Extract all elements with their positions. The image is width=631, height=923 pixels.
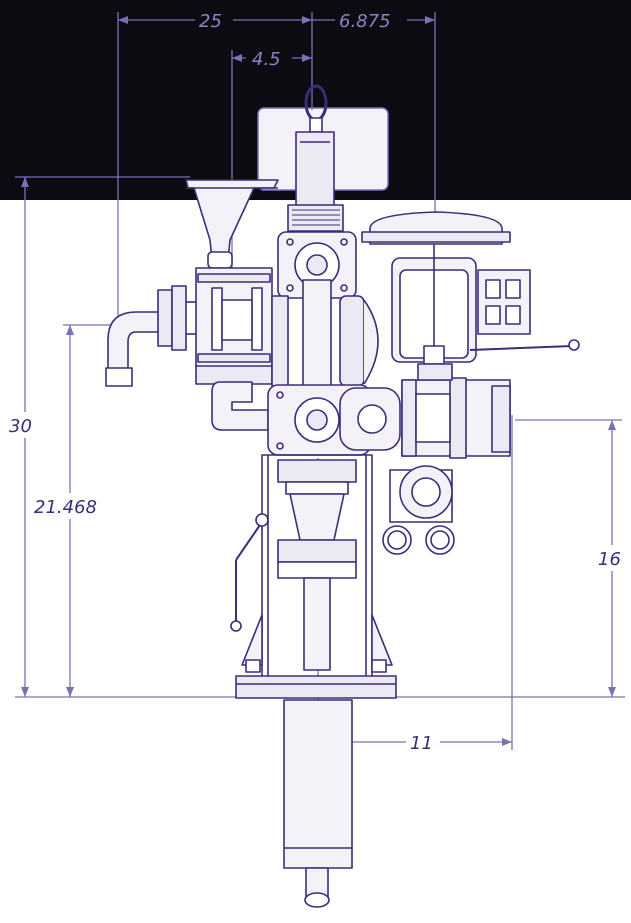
valve-assembly	[105, 84, 580, 908]
dim-label-25: 25	[199, 11, 222, 32]
dim-label-16: 16	[598, 549, 621, 570]
dim-label-45: 4.5	[252, 49, 281, 70]
dim-label-21468: 21.468	[34, 497, 97, 518]
left-return-elbow	[211, 381, 269, 431]
central-pipe	[302, 279, 332, 391]
side-lever	[235, 521, 263, 561]
base-gusset-left	[241, 614, 263, 666]
base-gusset-right	[371, 614, 393, 666]
actuator-handle	[469, 345, 573, 351]
lower-probe	[283, 699, 353, 869]
base-plate	[235, 675, 397, 699]
dim-label-30: 30	[9, 416, 32, 437]
top-housing	[295, 131, 335, 213]
dim-label-6875: 6.875	[339, 11, 391, 32]
dim-label-11: 11	[410, 733, 433, 754]
